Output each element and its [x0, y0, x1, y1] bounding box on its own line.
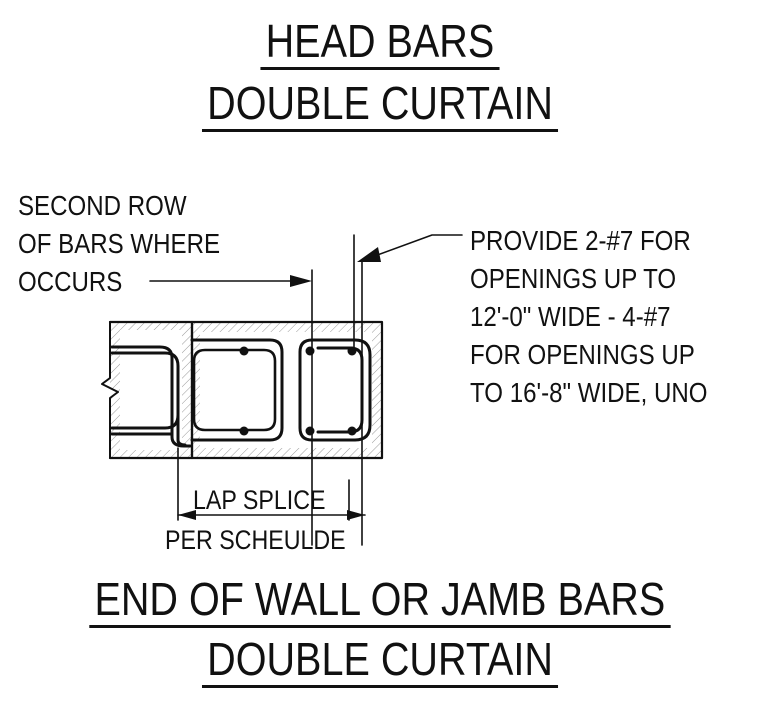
second-row-note-line3: OCCURS [18, 266, 123, 297]
provide-bars-note: PROVIDE 2-#7 FOR OPENINGS UP TO 12'-0" W… [470, 222, 707, 412]
wall-concrete-right [190, 320, 384, 460]
leader-lines [311, 234, 363, 546]
second-row-note-line2: OF BARS WHERE [18, 228, 221, 259]
second-row-leader [149, 275, 312, 287]
provide-leader [357, 234, 463, 262]
provide-note-line5: TO 16'-8" WIDE, UNO [470, 377, 708, 408]
top-title-line1: HEAD BARS [0, 18, 760, 70]
top-title-line2: DOUBLE CURTAIN [0, 80, 760, 132]
provide-note-line3: 12'-0" WIDE - 4-#7 [470, 301, 671, 332]
left-hook-bars [110, 345, 192, 448]
provide-note-line1: PROVIDE 2-#7 FOR [470, 225, 691, 256]
u-bars [190, 338, 284, 442]
bottom-title-line2: DOUBLE CURTAIN [0, 636, 760, 688]
provide-note-line2: OPENINGS UP TO [470, 263, 677, 294]
lap-splice-label: LAP SPLICE [193, 485, 326, 515]
bottom-title-line1: END OF WALL OR JAMB BARS [0, 576, 760, 628]
per-schedule-label: PER SCHEULDE [165, 525, 346, 555]
second-row-note-line1: SECOND ROW [18, 190, 187, 221]
provide-note-line4: FOR OPENINGS UP [470, 339, 695, 370]
second-row-note: SECOND ROW OF BARS WHERE OCCURS [18, 187, 220, 301]
lap-splice-dimension [177, 447, 366, 521]
